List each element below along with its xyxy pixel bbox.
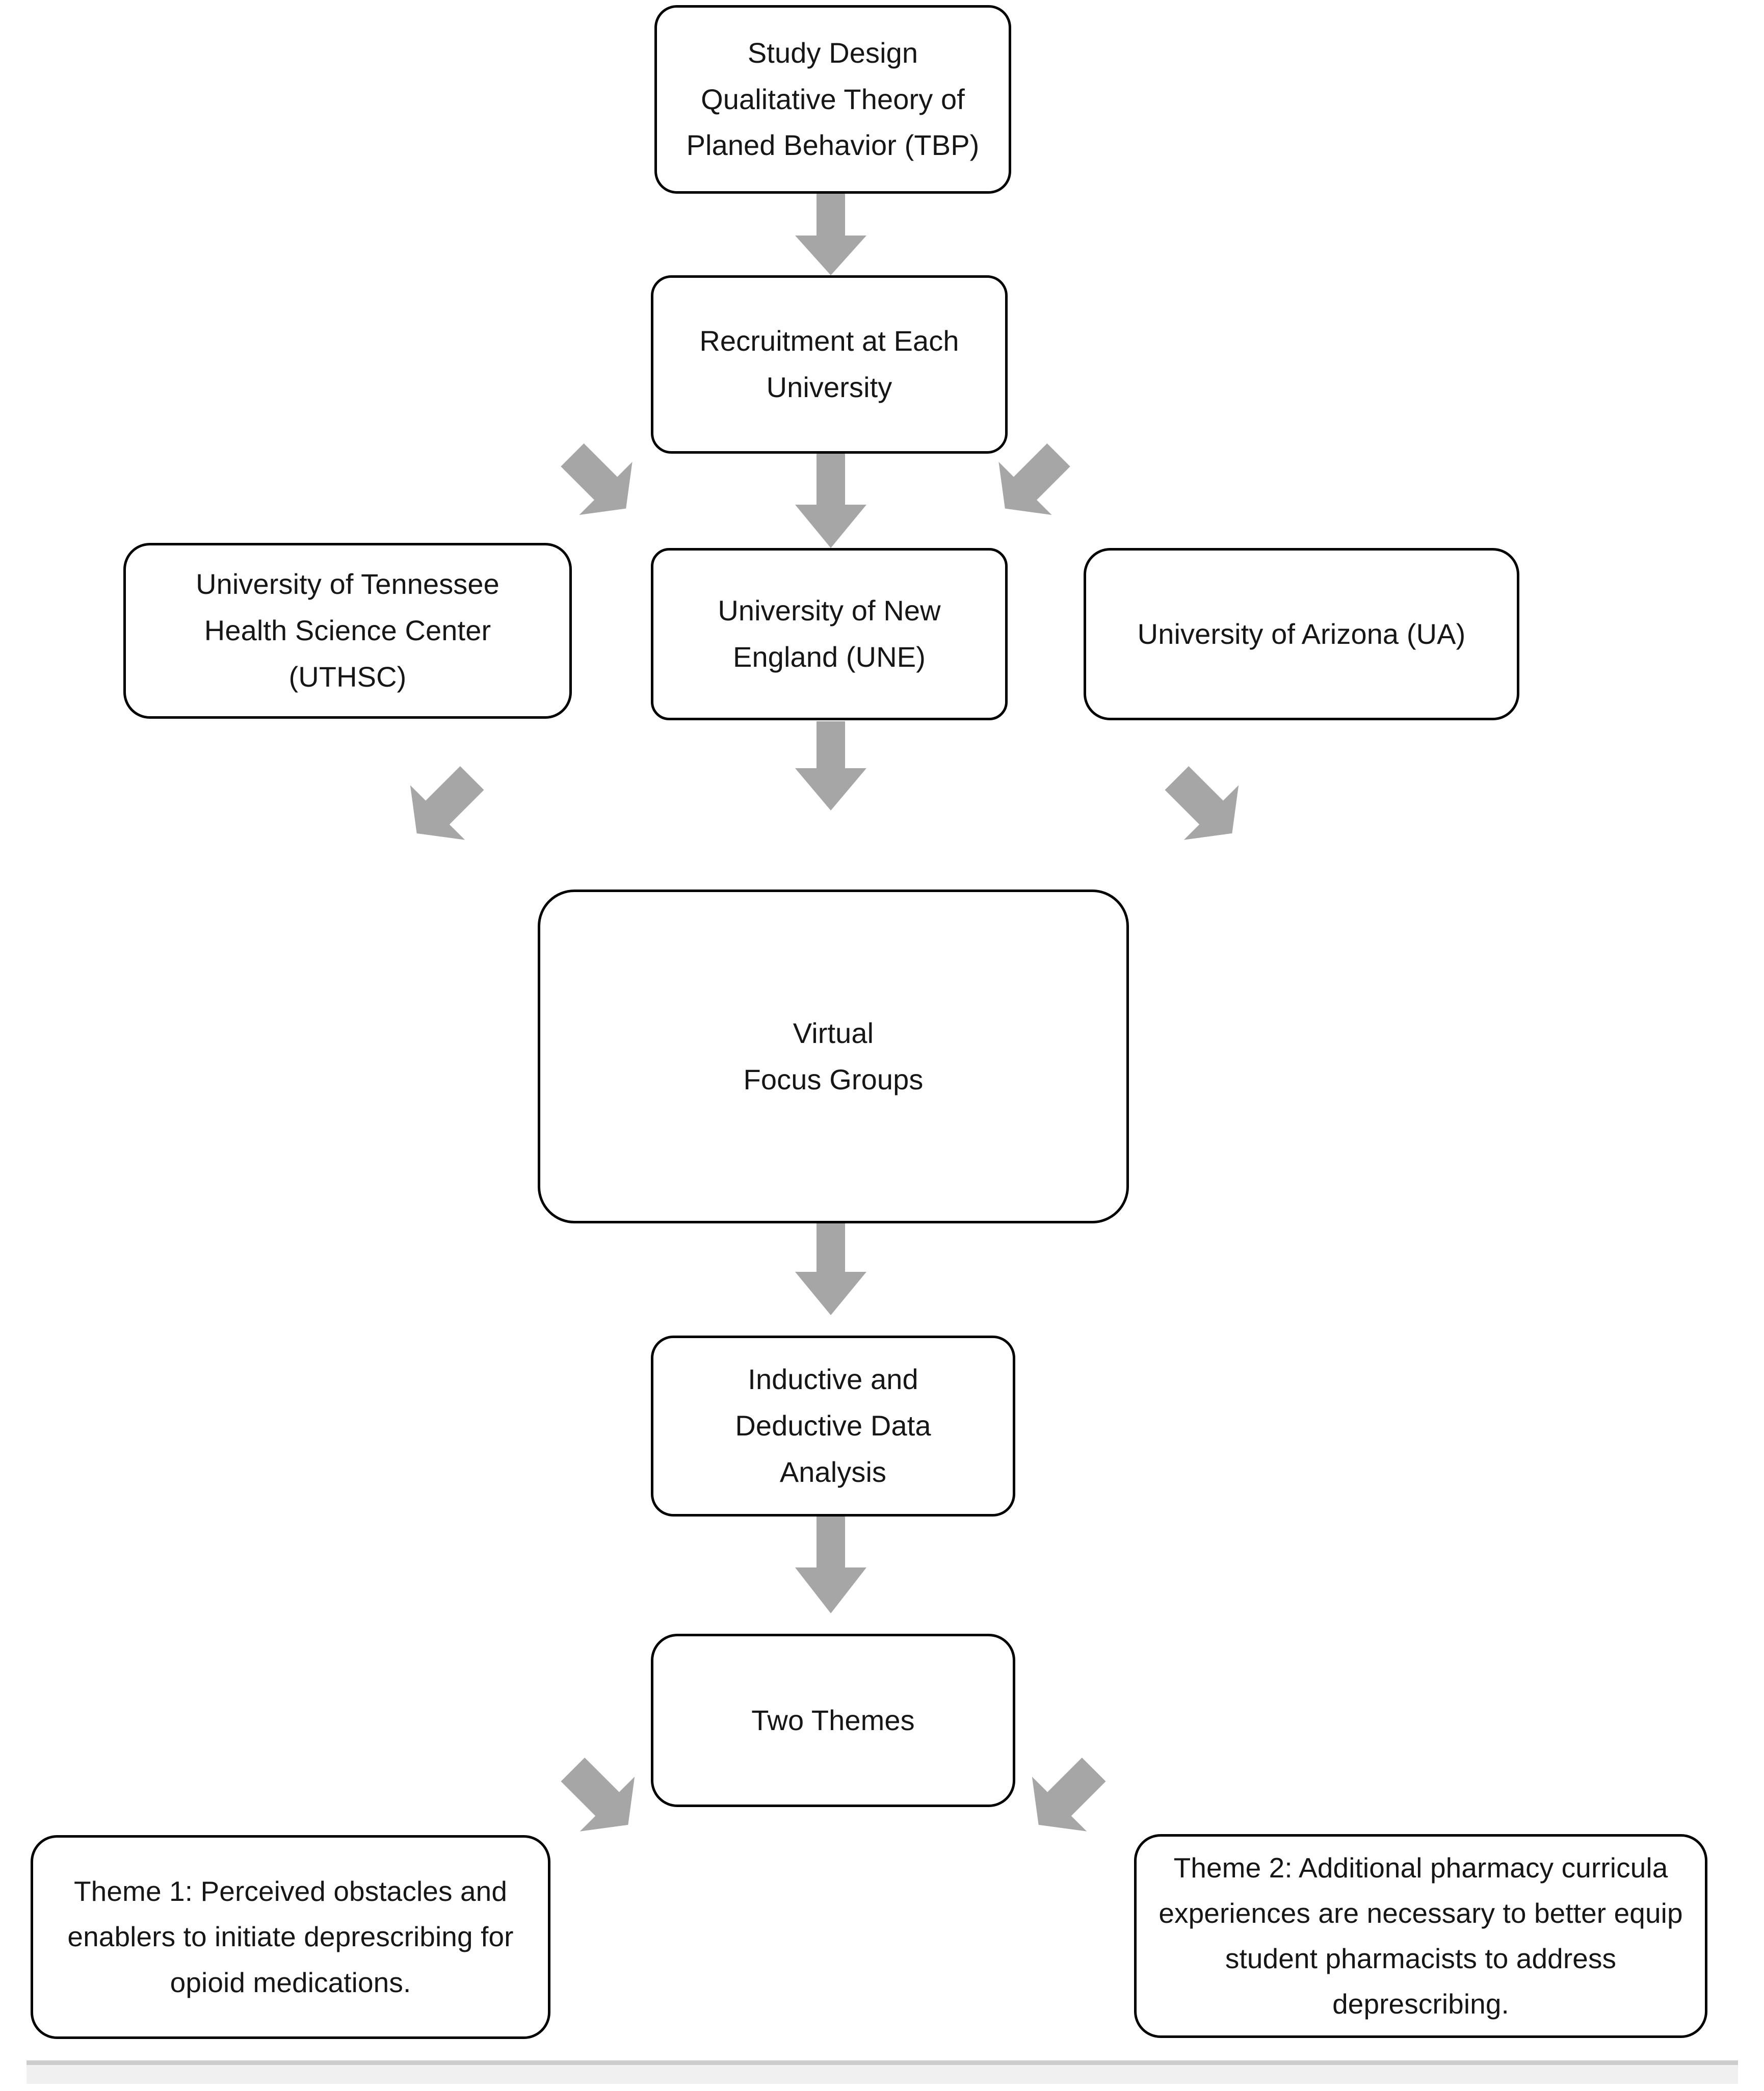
node-inductive-deductive-data-analysis: Inductive and Deductive Data Analysis bbox=[651, 1336, 1015, 1517]
node-ua-label: University of Arizona (UA) bbox=[1137, 617, 1466, 650]
node-theme-1-label: Theme 1: Perceived obstacles and enabler… bbox=[67, 1875, 514, 1998]
node-university-of-tennessee-health-science-center: University of Tennessee Health Science C… bbox=[123, 543, 572, 719]
node-focus-groups-label: Virtual Focus Groups bbox=[743, 1016, 924, 1095]
node-analysis-label: Inductive and Deductive Data Analysis bbox=[735, 1363, 931, 1488]
bottom-separator-band bbox=[27, 2060, 1738, 2084]
node-virtual-focus-groups: Virtual Focus Groups bbox=[538, 890, 1129, 1223]
arrow-recruitment-to-une bbox=[795, 454, 866, 548]
node-two-themes-label: Two Themes bbox=[751, 1704, 915, 1736]
node-university-of-new-england: University of New England (UNE) bbox=[651, 548, 1008, 720]
node-une-label: University of New England (UNE) bbox=[718, 594, 941, 673]
arrow-focus-groups-to-analysis bbox=[795, 1223, 866, 1315]
node-uthsc-label: University of Tennessee Health Science C… bbox=[196, 568, 499, 693]
arrow-two-themes-to-theme-1 bbox=[558, 1754, 642, 1840]
node-two-themes: Two Themes bbox=[651, 1634, 1015, 1807]
arrow-study-design-to-recruitment bbox=[795, 194, 866, 275]
node-university-of-arizona: University of Arizona (UA) bbox=[1084, 548, 1519, 720]
arrow-ua-to-focus-groups bbox=[1162, 762, 1246, 849]
node-theme-2-label: Theme 2: Additional pharmacy curricula e… bbox=[1159, 1851, 1683, 2020]
arrow-analysis-to-two-themes bbox=[795, 1517, 866, 1613]
node-theme-2: Theme 2: Additional pharmacy curricula e… bbox=[1134, 1834, 1707, 2038]
arrow-recruitment-to-ua bbox=[991, 439, 1073, 524]
arrow-uthsc-to-focus-groups bbox=[403, 762, 487, 849]
arrow-recruitment-to-uthsc bbox=[558, 439, 640, 524]
arrow-two-themes-to-theme-2 bbox=[1024, 1754, 1109, 1840]
node-theme-1: Theme 1: Perceived obstacles and enabler… bbox=[31, 1835, 550, 2039]
node-recruitment-label: Recruitment at Each University bbox=[699, 325, 959, 403]
node-study-design-label: Study Design Qualitative Theory of Plane… bbox=[686, 36, 980, 162]
node-study-design: Study Design Qualitative Theory of Plane… bbox=[654, 5, 1011, 194]
arrow-une-to-focus-groups bbox=[795, 721, 866, 811]
node-recruitment: Recruitment at Each University bbox=[651, 275, 1008, 454]
